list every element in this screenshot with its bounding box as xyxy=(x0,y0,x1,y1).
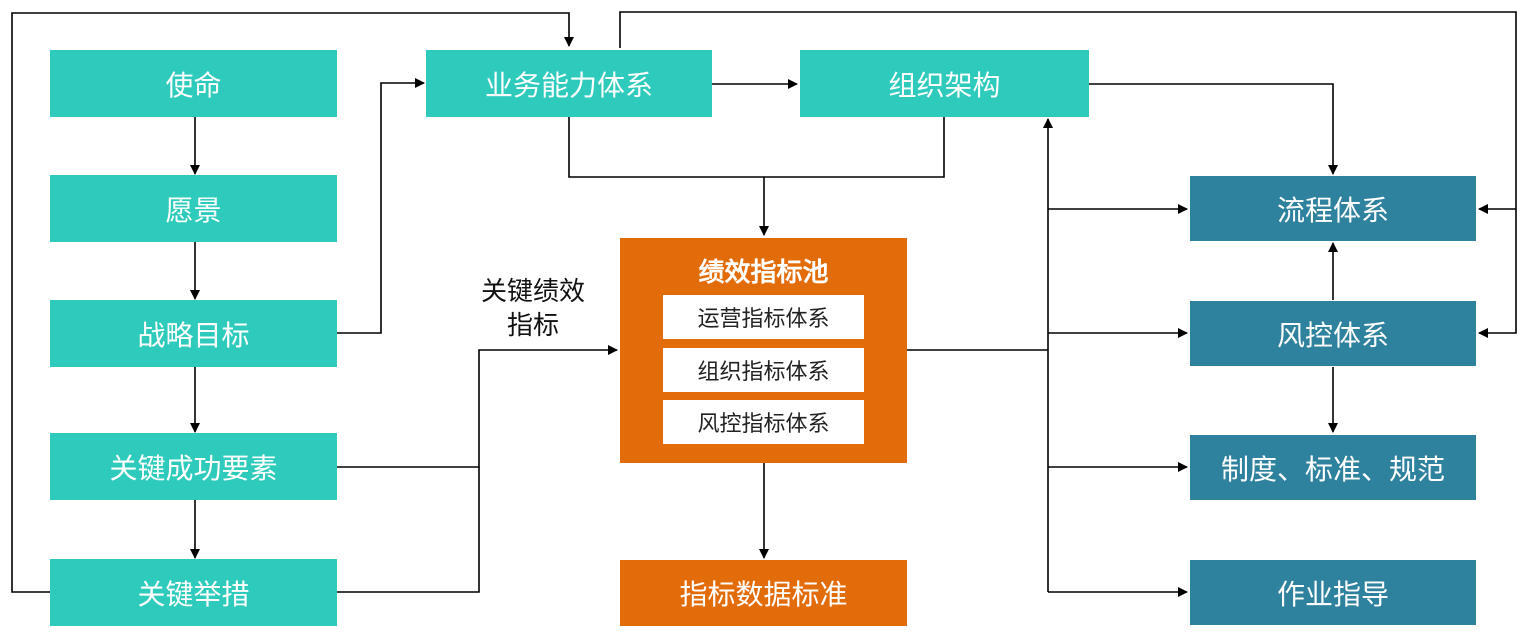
kpi-pool-title: 绩效指标池 xyxy=(698,258,829,288)
node-indicator-data-standard: 指标数据标准 xyxy=(620,560,907,626)
node-key-success-factors: 关键成功要素 xyxy=(50,433,337,500)
node-mission: 使命 xyxy=(50,50,337,117)
edge-initiatives-capability xyxy=(11,12,574,593)
node-operation-guidance: 作业指导 xyxy=(1190,560,1476,625)
edge-initiatives-pool xyxy=(337,467,480,593)
kpi-pool-item-organization: 组织指标体系 xyxy=(663,348,864,392)
edge-capability-right xyxy=(619,11,1517,338)
node-business-capability: 业务能力体系 xyxy=(426,50,712,117)
node-org-structure: 组织架构 xyxy=(800,50,1089,117)
edge-label-line2: 指标 xyxy=(506,311,559,341)
node-vision: 愿景 xyxy=(50,175,337,242)
edge-org-process xyxy=(1089,83,1338,175)
edge-label-kpi: 关键绩效 指标 xyxy=(458,275,608,343)
edge-ksf-pool xyxy=(337,345,618,468)
node-key-initiatives: 关键举措 xyxy=(50,559,337,626)
node-risk-control-system: 风控体系 xyxy=(1190,301,1476,366)
edge-capability-pool xyxy=(568,117,945,178)
node-policies-standards: 制度、标准、规范 xyxy=(1190,435,1476,500)
node-process-system: 流程体系 xyxy=(1190,176,1476,241)
kpi-pool-item-operations: 运营指标体系 xyxy=(663,295,864,339)
node-strategic-goals: 战略目标 xyxy=(50,300,337,367)
kpi-pool-item-risk: 风控指标体系 xyxy=(663,400,864,444)
kpi-pool: 绩效指标池 运营指标体系 组织指标体系 风控指标体系 xyxy=(620,238,907,463)
edge-label-line1: 关键绩效 xyxy=(480,277,585,307)
edge-goals-capability xyxy=(337,78,425,334)
